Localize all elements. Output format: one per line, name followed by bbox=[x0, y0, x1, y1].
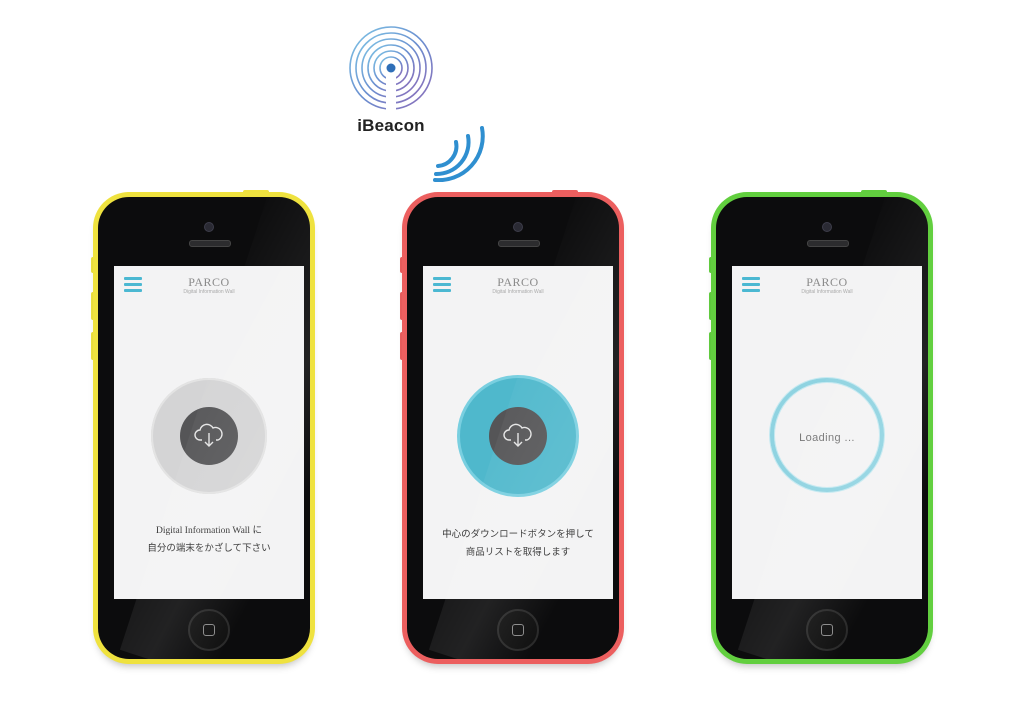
signal-waves-icon bbox=[433, 126, 485, 182]
logo-title: PARCO bbox=[806, 275, 848, 289]
instruction-line: 自分の端末をかざして下さい bbox=[147, 544, 271, 554]
app-logo: PARCO Digital Information Wall bbox=[732, 276, 922, 296]
ibeacon-icon bbox=[349, 26, 433, 114]
logo-subtitle: Digital Information Wall bbox=[183, 289, 235, 295]
cloud-download-icon bbox=[194, 423, 223, 447]
logo-subtitle: Digital Information Wall bbox=[801, 289, 853, 295]
app-logo: PARCO Digital Information Wall bbox=[114, 276, 304, 296]
phone-red: PARCO Digital Information Wall 中心のダウンロード… bbox=[400, 190, 624, 664]
app-screen: PARCO Digital Information Wall 中心のダウンロード… bbox=[423, 266, 613, 599]
phone-green: PARCO Digital Information Wall Loading .… bbox=[709, 190, 933, 664]
loading-text: Loading ... bbox=[799, 432, 855, 444]
earpiece-speaker bbox=[189, 240, 231, 247]
download-button[interactable] bbox=[460, 378, 576, 494]
logo-subtitle: Digital Information Wall bbox=[492, 289, 544, 295]
phone-front: PARCO Digital Information Wall Digital I… bbox=[98, 197, 310, 659]
download-button-inner bbox=[489, 407, 547, 465]
logo-title: PARCO bbox=[188, 275, 230, 289]
app-screen: PARCO Digital Information Wall Loading .… bbox=[732, 266, 922, 599]
front-camera bbox=[513, 222, 523, 232]
app-logo: PARCO Digital Information Wall bbox=[423, 276, 613, 296]
instruction-line: 中心のダウンロードボタンを押して bbox=[442, 530, 594, 540]
ibeacon-label: iBeacon bbox=[357, 116, 425, 135]
instruction-line: 商品リストを取得します bbox=[465, 548, 571, 558]
home-button[interactable] bbox=[188, 609, 230, 651]
download-button[interactable] bbox=[151, 378, 267, 494]
earpiece-speaker bbox=[807, 240, 849, 247]
front-camera bbox=[822, 222, 832, 232]
phone-front: PARCO Digital Information Wall 中心のダウンロード… bbox=[407, 197, 619, 659]
app-screen: PARCO Digital Information Wall Digital I… bbox=[114, 266, 304, 599]
loading-spinner: Loading ... bbox=[770, 378, 884, 492]
earpiece-speaker bbox=[498, 240, 540, 247]
phone-front: PARCO Digital Information Wall Loading .… bbox=[716, 197, 928, 659]
hamburger-menu-icon[interactable] bbox=[742, 277, 760, 292]
cloud-download-icon bbox=[503, 423, 532, 447]
instruction-text: Digital Information Wall に 自分の端末をかざして下さい bbox=[114, 522, 304, 558]
instruction-line: Digital Information Wall に bbox=[156, 526, 262, 536]
hamburger-menu-icon[interactable] bbox=[124, 277, 142, 292]
home-button[interactable] bbox=[497, 609, 539, 651]
hamburger-menu-icon[interactable] bbox=[433, 277, 451, 292]
download-button-inner bbox=[180, 407, 238, 465]
ibeacon-logo: iBeacon bbox=[346, 24, 436, 139]
logo-title: PARCO bbox=[497, 275, 539, 289]
phone-yellow: PARCO Digital Information Wall Digital I… bbox=[91, 190, 315, 664]
front-camera bbox=[204, 222, 214, 232]
instruction-text: 中心のダウンロードボタンを押して 商品リストを取得します bbox=[423, 526, 613, 562]
home-button[interactable] bbox=[806, 609, 848, 651]
